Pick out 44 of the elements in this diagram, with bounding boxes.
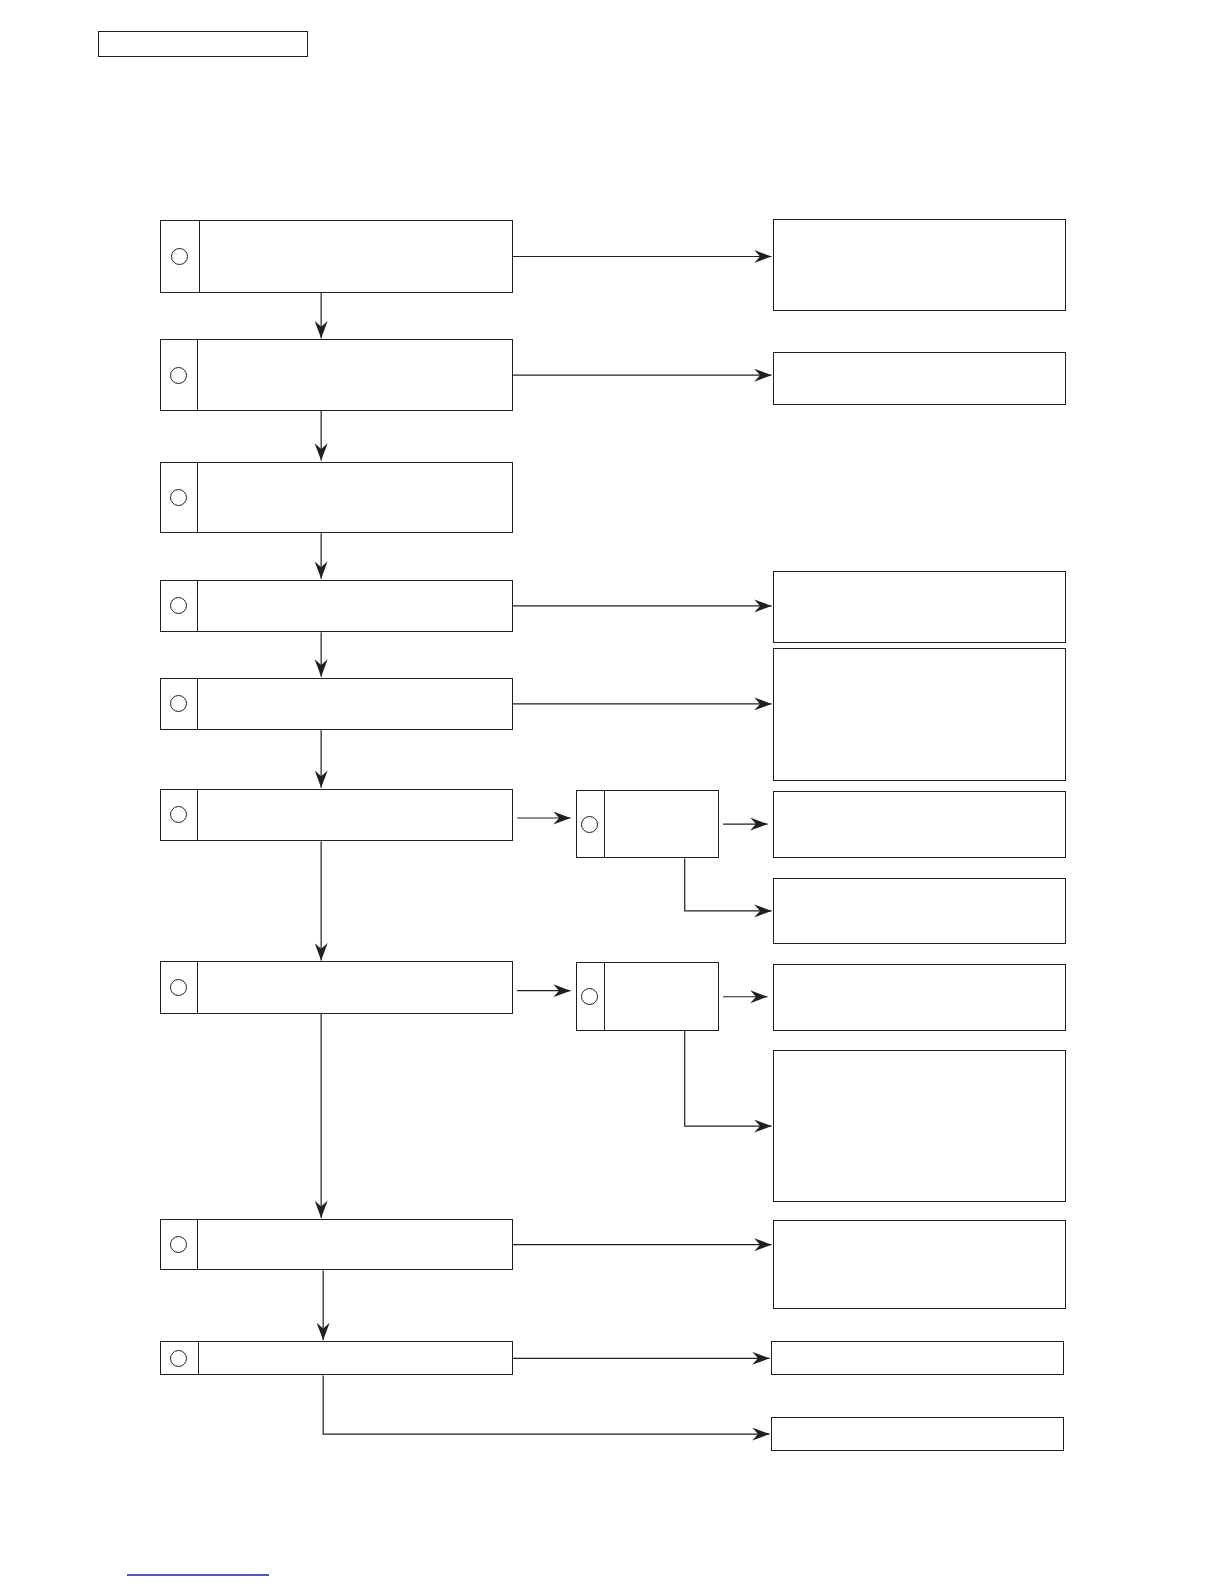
arrow bbox=[516, 984, 572, 998]
arrow bbox=[314, 410, 328, 462]
process-box bbox=[575, 789, 720, 859]
arrow bbox=[512, 250, 773, 263]
arrow bbox=[684, 857, 773, 918]
process-box bbox=[772, 648, 1067, 781]
arrow bbox=[316, 1269, 330, 1341]
process-box bbox=[772, 1219, 1067, 1309]
arrow bbox=[314, 292, 328, 339]
arrow bbox=[722, 817, 769, 831]
arrow bbox=[512, 697, 773, 711]
arrow bbox=[722, 990, 769, 1004]
arrow bbox=[512, 1351, 771, 1365]
process-box bbox=[772, 352, 1067, 405]
process-box bbox=[159, 677, 513, 731]
arrow bbox=[314, 532, 328, 580]
arrow bbox=[516, 811, 572, 825]
process-box bbox=[772, 219, 1067, 312]
arrow bbox=[314, 729, 328, 789]
arrow bbox=[314, 1013, 328, 1219]
process-box bbox=[159, 461, 513, 534]
process-box bbox=[159, 1218, 513, 1271]
process-box bbox=[770, 1341, 1065, 1376]
process-box bbox=[159, 1341, 513, 1376]
process-box bbox=[770, 1416, 1065, 1452]
process-box bbox=[772, 570, 1067, 644]
arrow bbox=[322, 1374, 771, 1441]
process-box bbox=[772, 964, 1067, 1032]
process-box bbox=[772, 1050, 1067, 1202]
process-box bbox=[772, 790, 1067, 859]
process-box bbox=[772, 877, 1067, 945]
arrow bbox=[512, 368, 773, 382]
process-box bbox=[159, 961, 513, 1014]
process-box bbox=[159, 788, 513, 842]
arrow bbox=[512, 599, 773, 613]
arrow bbox=[314, 840, 328, 962]
process-box bbox=[575, 962, 720, 1032]
arrow bbox=[314, 631, 328, 678]
process-box bbox=[97, 31, 308, 57]
arrow bbox=[512, 1238, 773, 1252]
arrow bbox=[684, 1030, 773, 1133]
process-box bbox=[159, 220, 513, 293]
process-box bbox=[159, 339, 513, 411]
process-box bbox=[159, 579, 513, 633]
